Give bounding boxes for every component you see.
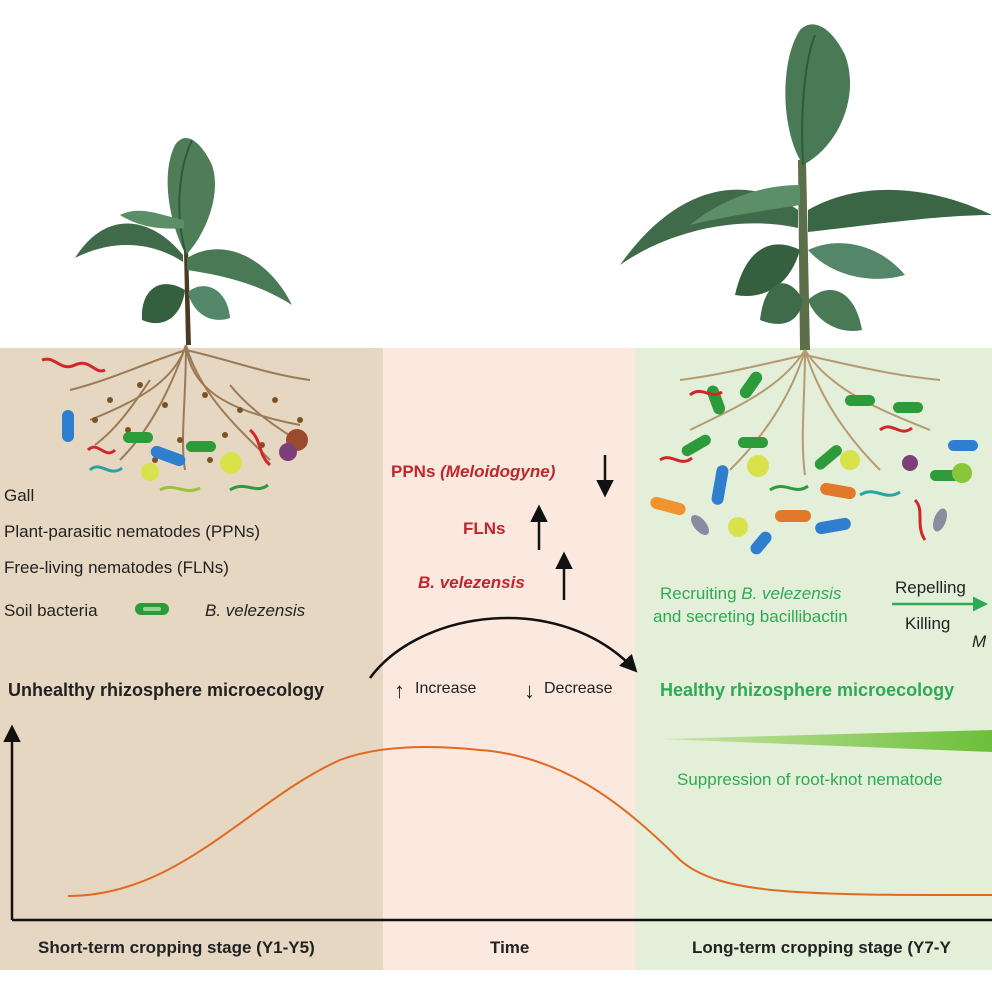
increase-label: Increase	[415, 680, 477, 697]
secreting-label: and secreting bacillibactin	[653, 607, 848, 626]
suppression-wedge	[660, 730, 992, 752]
long-term-stage-label: Long-term cropping stage (Y7-Y	[692, 938, 951, 957]
unhealthy-title: Unhealthy rhizosphere microecology	[8, 680, 325, 700]
right-microbes	[650, 371, 978, 555]
middle-panel	[383, 348, 635, 970]
legend-soil-bacteria: Soil bacteria	[4, 601, 98, 620]
trend-curve	[67, 746, 992, 897]
suppression-label: Suppression of root-knot nematode	[677, 770, 943, 789]
large-banana-plant	[620, 24, 992, 350]
small-banana-plant	[75, 137, 292, 345]
killing-label: Killing	[905, 614, 951, 633]
gall-dots	[92, 382, 303, 463]
flns-label: FLNs	[463, 519, 506, 538]
legend-b-velezensis: B. velezensis	[205, 601, 306, 620]
meloidogyne-fragment: M	[972, 632, 987, 651]
right-panel	[635, 348, 992, 970]
b-velezensis-middle-label: B. velezensis	[418, 573, 525, 592]
transition-arrow	[368, 616, 638, 679]
middle-arrows	[530, 455, 614, 600]
time-axis-label: Time	[490, 938, 530, 957]
left-microbes	[41, 357, 308, 493]
ppns-label: PPNs (Meloidogyne)	[391, 462, 556, 481]
repelling-label: Repelling	[895, 578, 966, 597]
decrease-arrow-glyph: ↓	[524, 678, 535, 703]
left-root-system	[69, 344, 311, 471]
healthy-title: Healthy rhizosphere microecology	[660, 680, 955, 700]
short-term-stage-label: Short-term cropping stage (Y1-Y5)	[38, 938, 315, 957]
legend-ppns: Plant-parasitic nematodes (PPNs)	[4, 522, 261, 541]
b-velezensis-legend-highlight	[143, 607, 161, 611]
recruiting-label: Recruiting B. velezensis	[660, 584, 842, 603]
decrease-label: Decrease	[544, 680, 613, 697]
increase-arrow-glyph: ↑	[394, 678, 405, 703]
legend-gall: Gall	[4, 486, 35, 505]
legend-flns: Free-living nematodes (FLNs)	[4, 558, 229, 577]
